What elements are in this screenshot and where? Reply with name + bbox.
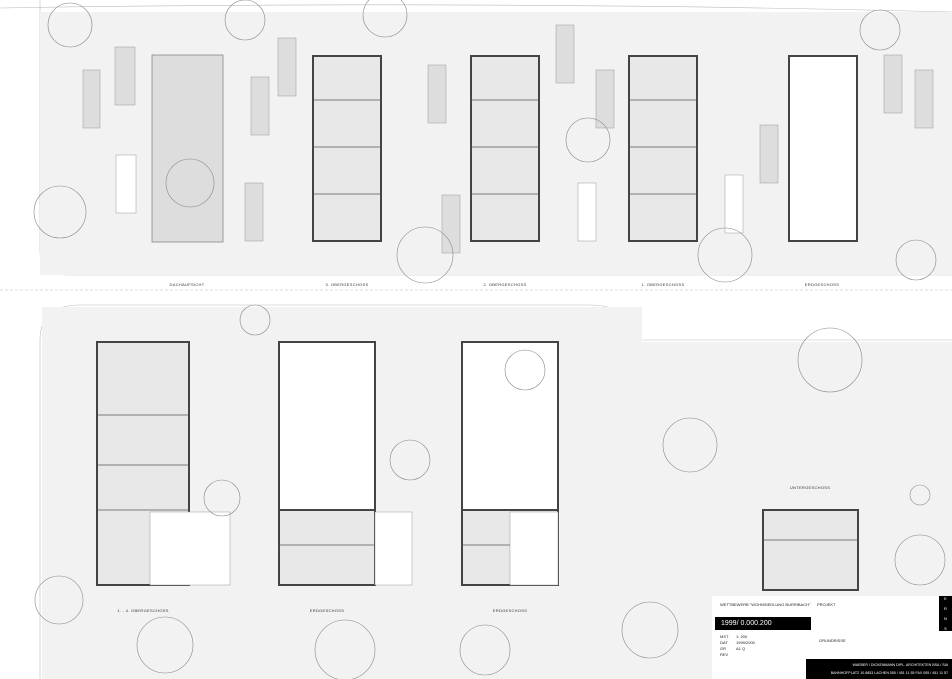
office-block: WAEBER / DICKENMANN DIPL. ARCHITEKTEN BS… xyxy=(806,659,952,679)
meta-value: A1 Q xyxy=(736,646,746,651)
level-label: 2. OBERGESCHOSS xyxy=(483,282,527,287)
vertical-name: E R N S T xyxy=(939,596,952,631)
meta-key: REV xyxy=(720,652,729,657)
level-label: 1. OBERGESCHOSS xyxy=(641,282,685,287)
roof-plan xyxy=(82,37,297,243)
title-block: WETTBEWERB "WOHNSIEDLUNG BURRIBACH" PROJ… xyxy=(712,596,952,679)
level-label: UNTERGESCHOSS xyxy=(789,485,831,490)
project-number: 1999/ 0.000.200 xyxy=(715,617,811,630)
meta-key: DAT xyxy=(720,640,728,645)
project-label: PROJEKT xyxy=(817,602,836,607)
office-name: WAEBER / DICKENMANN DIPL. ARCHITEKTEN BS… xyxy=(852,663,948,667)
level-label: ERDGESCHOSS xyxy=(804,282,840,287)
level-label: DACHAUFSICHT xyxy=(169,282,205,287)
meta-value: 1: 200 xyxy=(736,634,748,639)
level-label: 1. - 4. OBERGESCHOSS xyxy=(117,608,169,613)
competition-title: WETTBEWERB "WOHNSIEDLUNG BURRIBACH" xyxy=(720,602,811,607)
meta-key: MST xyxy=(720,634,729,639)
level-label: ERDGESCHOSS xyxy=(309,608,345,613)
drawing-title: GRUNDRISSE xyxy=(819,638,846,643)
level-label: 3. OBERGESCHOSS xyxy=(325,282,369,287)
office-address: BAHNHOFPLATZ 10 8853 LACHEN 055 / 451 11… xyxy=(830,671,948,675)
meta-value: 1999/2000 xyxy=(736,640,755,645)
meta-key: GR xyxy=(720,646,726,651)
level-label: ERDGESCHOSS xyxy=(492,608,528,613)
